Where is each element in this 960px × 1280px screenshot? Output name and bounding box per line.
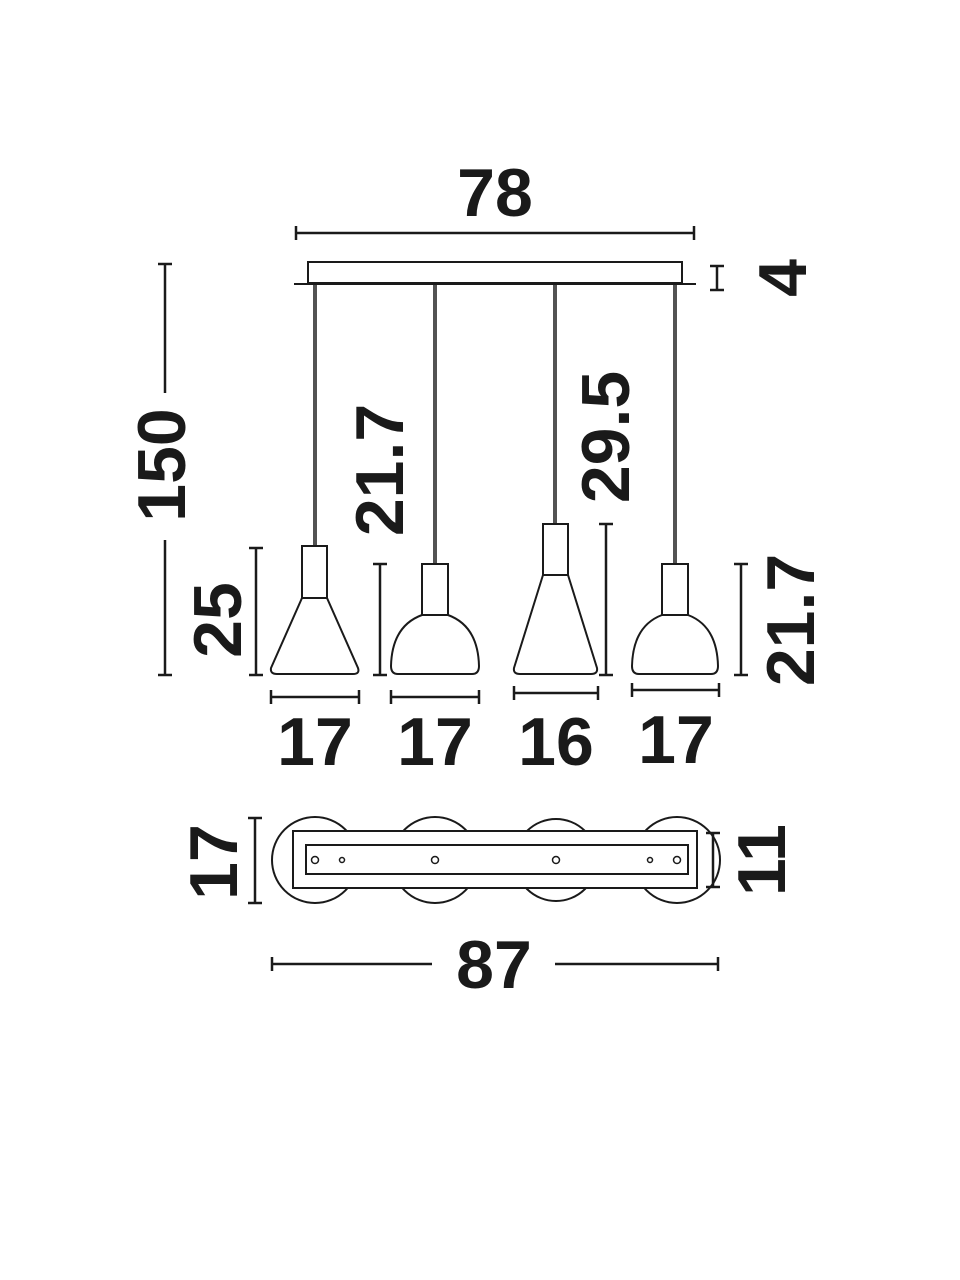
shade-width-4-dimension: 17 — [630, 683, 721, 778]
shade-width-4-label: 17 — [638, 702, 714, 778]
pendant-shade-2 — [389, 563, 481, 675]
total-height-label: 150 — [124, 408, 200, 521]
cable-length-3-dimension: 29.5 — [568, 371, 644, 677]
mounting-plate — [305, 844, 689, 875]
cable-length-3-label: 29.5 — [568, 371, 644, 503]
pendant-shade-1 — [269, 545, 360, 675]
shade-height-4-label: 21.7 — [753, 554, 829, 686]
shade-width-1-label: 17 — [277, 704, 353, 780]
canopy-height-dimension: 4 — [710, 259, 821, 297]
canopy-depth-dimension: 11 — [706, 824, 800, 896]
canopy-depth-label: 11 — [724, 824, 800, 896]
pendant-shade-3 — [512, 523, 599, 675]
cable-length-2-label: 21.7 — [342, 404, 418, 536]
canopy — [294, 261, 696, 285]
canopy-length-label: 78 — [457, 155, 533, 231]
cables — [313, 284, 677, 564]
shade-height-1-label: 25 — [180, 582, 256, 658]
shade-width-3-label: 16 — [518, 704, 594, 780]
shade-width-1-dimension: 17 — [269, 690, 361, 780]
shade-width-3-dimension: 16 — [512, 686, 600, 780]
canopy-outline — [292, 830, 698, 889]
shade-width-2-dimension: 17 — [389, 690, 481, 780]
total-height-dimension: 150 — [124, 262, 200, 677]
canopy-height-label: 4 — [745, 259, 821, 297]
front-view: 78 4 150 — [124, 155, 829, 780]
shade-width-2-label: 17 — [397, 704, 473, 780]
cable-length-2-dimension: 21.7 — [342, 404, 418, 677]
top-view: 17 11 87 — [176, 816, 800, 1003]
mounting-holes — [310, 855, 682, 865]
shade-height-4-dimension: 21.7 — [734, 554, 829, 686]
overall-depth-label: 17 — [176, 824, 252, 900]
overall-depth-dimension: 17 — [176, 816, 262, 905]
shade-height-1-dimension: 25 — [180, 546, 263, 677]
overall-length-dimension: 87 — [270, 927, 720, 1003]
canopy-length-dimension: 78 — [294, 155, 696, 240]
pendant-shade-4 — [630, 563, 720, 675]
overall-length-label: 87 — [456, 927, 532, 1003]
